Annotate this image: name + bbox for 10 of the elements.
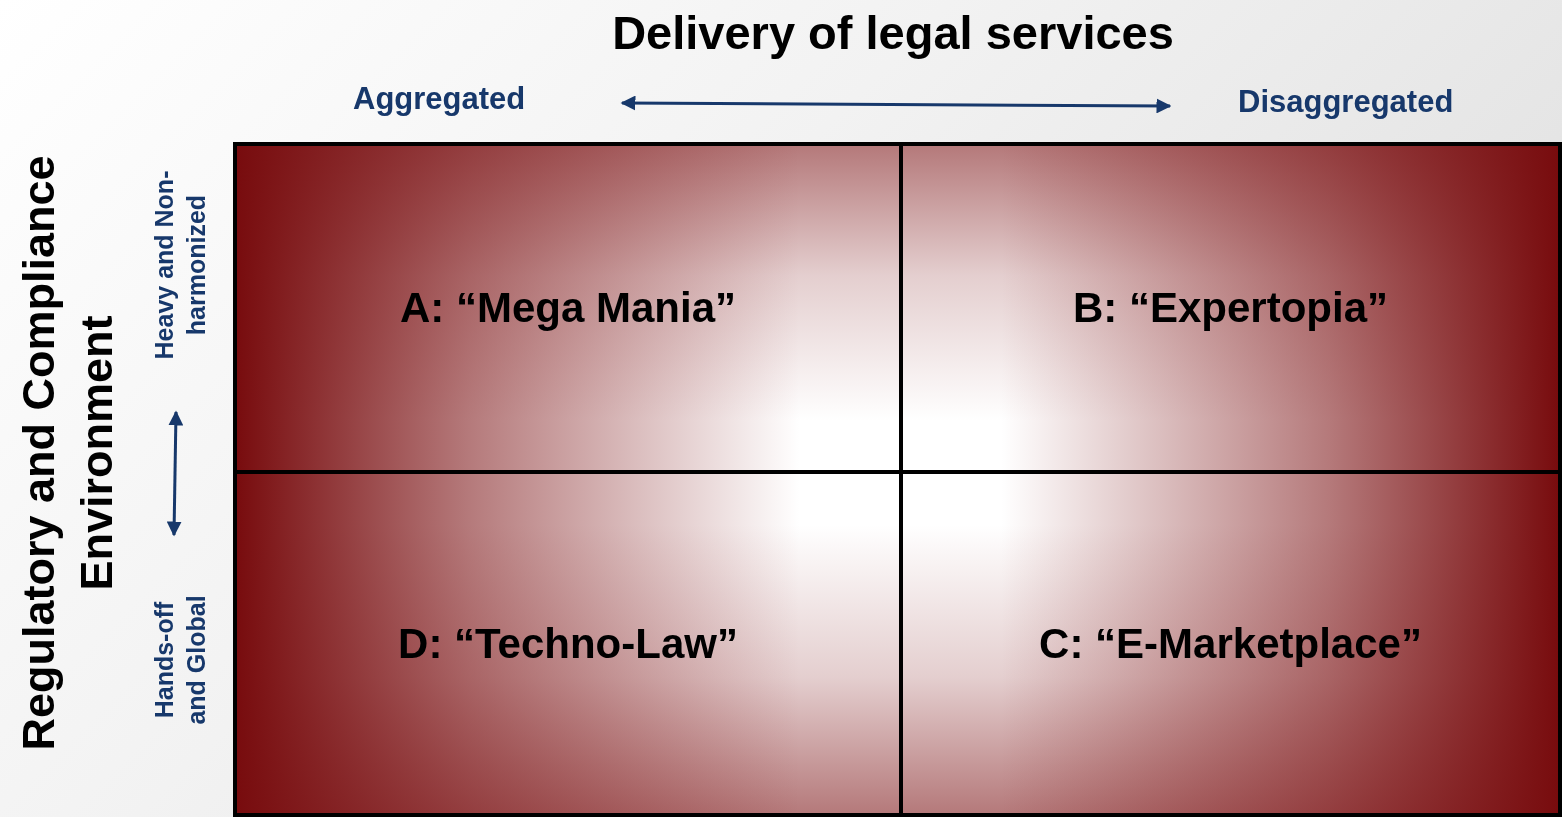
axis-label: Aggregated: [353, 80, 526, 118]
axis-label: Hands-off and Global: [149, 594, 211, 727]
axis-label: Disaggregated: [1238, 83, 1454, 121]
axis-title: Regulatory and Compliance Environment: [12, 154, 123, 753]
chart-title: Delivery of legal services: [611, 5, 1175, 61]
quadrant-label: B: “Expertopia”: [1072, 284, 1388, 332]
quadrant-label: C: “E-Marketplace”: [1039, 619, 1422, 668]
axis-label: Heavy and Non-harmonized: [149, 169, 211, 362]
quadrant-label: A: “Mega Mania”: [399, 284, 736, 332]
quadrant-label: D: “Techno-Law”: [398, 619, 738, 668]
